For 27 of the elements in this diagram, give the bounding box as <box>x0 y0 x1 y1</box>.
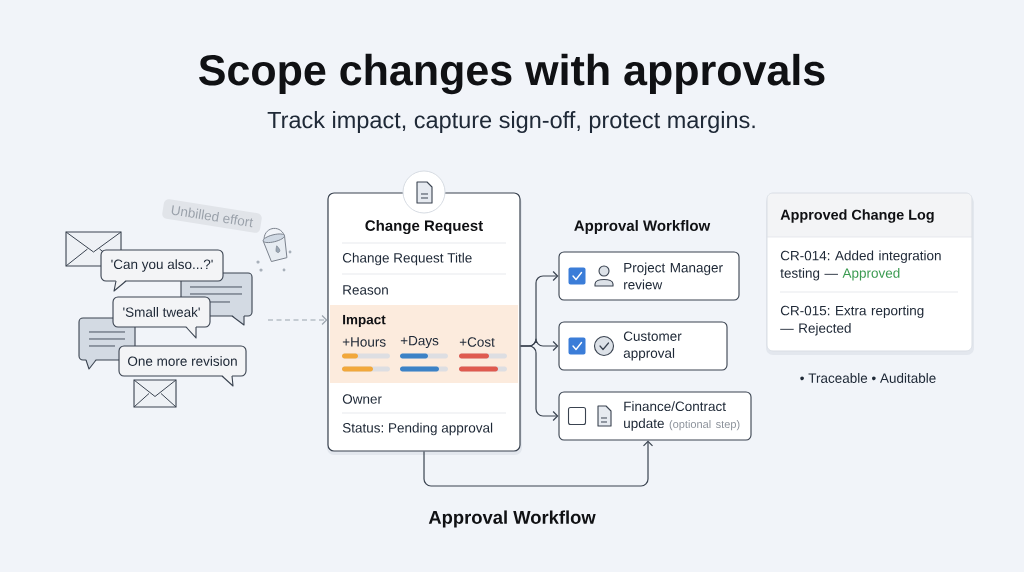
panel-heading: Impact <box>343 314 386 328</box>
field-label: Reason <box>343 285 388 295</box>
card-title: Approved Change Log <box>780 209 934 223</box>
impact-panel <box>330 305 518 383</box>
step-card: Project Manager review <box>558 251 740 301</box>
card-title: Change Request <box>365 219 483 234</box>
field-label: Change Request Title <box>342 252 472 266</box>
metric-label: +Days <box>400 335 439 349</box>
tag: Unbilled effort <box>162 199 262 233</box>
log-entry: CR-015: Extra reporting — Rejected <box>780 305 924 336</box>
step-card: Finance/Contract update (optional step) <box>558 391 752 441</box>
step-card: Customer approval <box>558 321 728 371</box>
arrow <box>267 314 328 326</box>
subtitle: Track impact, capture sign-off, protect margins. <box>267 111 755 133</box>
metric-label: +Hours <box>342 337 386 347</box>
section-heading: Approval Workflow <box>428 510 596 528</box>
speech-bubble: 'Small tweak' <box>112 296 211 339</box>
title: Scope changes with approvals <box>199 53 825 95</box>
field-label: Owner <box>342 394 382 404</box>
log-card <box>766 192 974 355</box>
arrow <box>423 440 654 487</box>
log-entry: CR-014: Added integration testing — Approved <box>780 250 941 281</box>
section-heading: Approval Workflow <box>574 220 711 234</box>
field-label: Status: Pending approval <box>342 422 493 436</box>
metric-label: +Cost <box>459 337 495 347</box>
tagline: • Traceable • Auditable <box>800 373 936 383</box>
arrow <box>520 345 559 422</box>
